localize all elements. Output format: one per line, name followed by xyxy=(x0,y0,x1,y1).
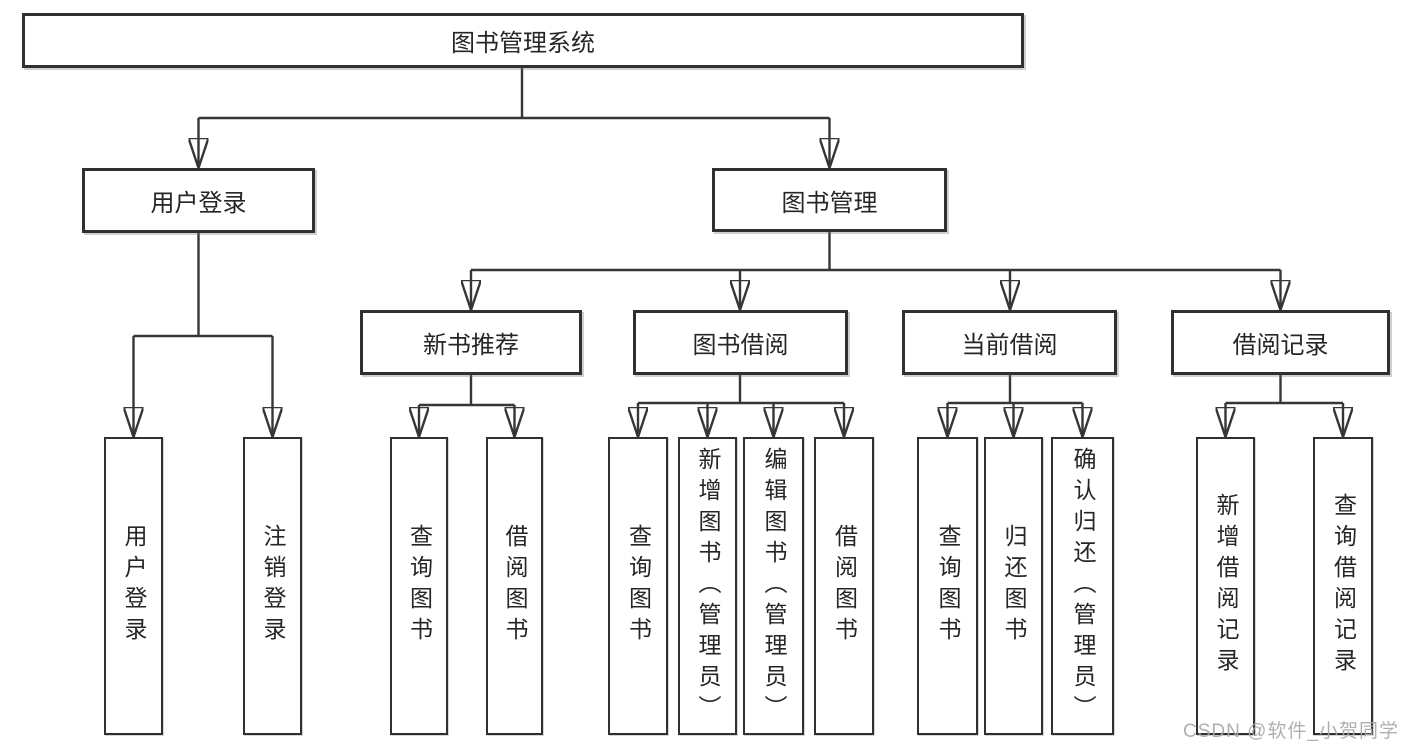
node-borrow-books-recommend: 借阅图书 xyxy=(486,437,543,735)
node-label: 图书管理 xyxy=(781,189,878,217)
node-label: 查询图书 xyxy=(935,524,961,648)
node-label: 编辑图书（管理员） xyxy=(761,446,787,726)
node-add-borrow-record: 新增借阅记录 xyxy=(1196,437,1255,735)
node-return-book: 归还图书 xyxy=(984,437,1043,735)
watermark: CSDN @软件_小贺同学 xyxy=(1183,721,1399,742)
node-query-books-borrow: 查询图书 xyxy=(608,437,668,735)
node-label: 用户登录 xyxy=(150,190,247,217)
node-label: 查询借阅记录 xyxy=(1330,493,1357,679)
node-label: 确认归还（管理员） xyxy=(1070,446,1096,726)
node-new-book-recommend: 新书推荐 xyxy=(360,310,582,375)
node-borrow-records: 借阅记录 xyxy=(1171,310,1390,375)
node-confirm-return-admin: 确认归还（管理员） xyxy=(1051,437,1114,735)
node-label: 注销登录 xyxy=(260,524,286,648)
node-label: 图书管理系统 xyxy=(451,30,595,57)
node-library-management-system: 图书管理系统 xyxy=(22,13,1024,68)
node-logout: 注销登录 xyxy=(243,437,302,735)
node-borrow-books: 借阅图书 xyxy=(814,437,874,735)
node-query-books-recommend: 查询图书 xyxy=(390,437,448,735)
node-query-books-current: 查询图书 xyxy=(917,437,978,735)
node-label: 当前借阅 xyxy=(961,332,1058,359)
node-add-book-admin: 新增图书（管理员） xyxy=(678,437,737,735)
node-current-borrow: 当前借阅 xyxy=(902,310,1117,375)
node-book-management: 图书管理 xyxy=(712,168,947,232)
node-label: 借阅图书 xyxy=(831,524,858,648)
node-user-login: 用户登录 xyxy=(82,168,315,233)
node-label: 查询图书 xyxy=(406,524,433,648)
node-user-login-leaf: 用户登录 xyxy=(104,437,163,735)
node-label: 新书推荐 xyxy=(423,332,519,359)
node-label: 用户登录 xyxy=(121,524,147,648)
node-label: 归还图书 xyxy=(1001,524,1027,648)
node-label: 图书借阅 xyxy=(692,332,789,359)
node-label: 新增图书（管理员） xyxy=(695,446,721,726)
node-label: 借阅记录 xyxy=(1232,332,1329,359)
node-query-borrow-record: 查询借阅记录 xyxy=(1313,437,1373,735)
node-label: 新增借阅记录 xyxy=(1213,493,1239,679)
node-label: 查询图书 xyxy=(625,524,652,648)
node-edit-book-admin: 编辑图书（管理员） xyxy=(743,437,804,735)
node-label: 借阅图书 xyxy=(502,524,528,648)
node-book-borrow: 图书借阅 xyxy=(633,310,848,375)
branch-lines xyxy=(133,68,1343,407)
